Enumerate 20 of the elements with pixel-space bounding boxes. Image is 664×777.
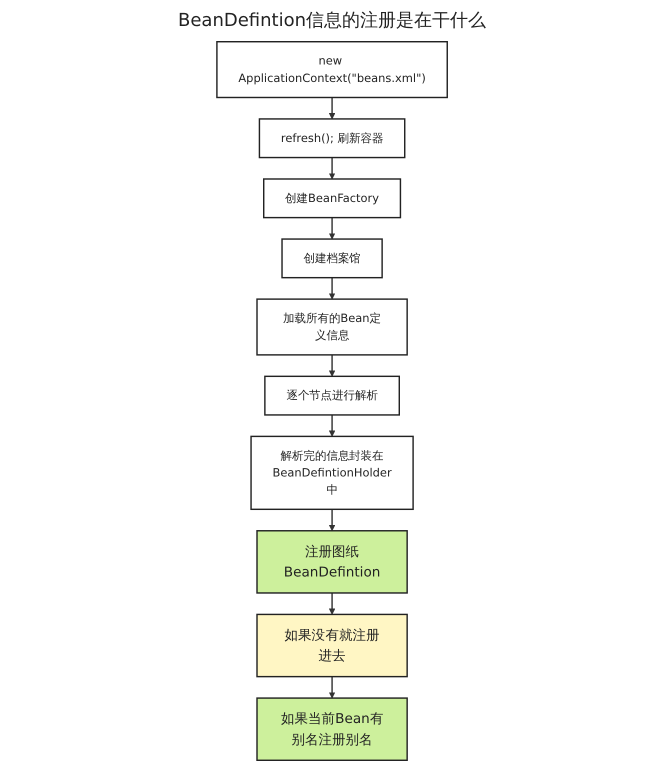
node-box: 如果当前Bean有别名注册别名 (256, 697, 408, 761)
arrow (328, 218, 336, 240)
arrow (328, 158, 336, 180)
node-box: 创建档案馆 (281, 238, 383, 278)
arrow (328, 98, 336, 120)
node-box: new ApplicationContext("beans.xml") (216, 41, 448, 98)
node-box: 解析完的信息封装在BeanDefintionHolder中 (250, 436, 414, 510)
arrow (328, 354, 336, 377)
node-box: 注册图纸BeanDefintion (256, 530, 408, 594)
arrow (328, 278, 336, 300)
node-box: 加载所有的Bean定义信息 (256, 298, 408, 356)
node-box: 逐个节点进行解析 (264, 376, 400, 416)
node-box: refresh(); 刷新容器 (258, 118, 406, 158)
node-box: 如果没有就注册进去 (256, 614, 408, 678)
node-box: 创建BeanFactory (262, 178, 402, 218)
diagram-title: BeanDefintion信息的注册是在干什么 (176, 9, 488, 33)
arrow (328, 592, 336, 615)
arrow (328, 414, 336, 437)
arrow (328, 676, 336, 698)
arrow (328, 509, 336, 532)
